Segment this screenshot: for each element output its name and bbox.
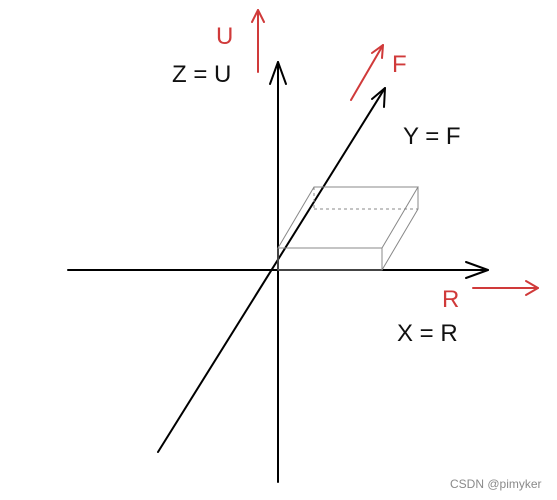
x-axis-arrowhead (465, 261, 489, 279)
box-front-face (277, 248, 383, 271)
direction-arrows (251, 9, 539, 296)
y-axis-arrowhead (371, 87, 386, 108)
box (277, 186, 419, 271)
right-label: R (442, 286, 459, 313)
up-arrow-head (251, 9, 265, 23)
forward-arrow-shaft (350, 44, 384, 101)
right-arrow-head (525, 280, 539, 296)
y-axis-label: Y = F (403, 123, 461, 150)
y-axis (157, 87, 386, 453)
z-axis-arrowhead (269, 61, 287, 85)
box-right-face (381, 187, 419, 271)
up-label: U (216, 23, 233, 50)
z-axis-label: Z = U (172, 61, 231, 88)
x-axis-label: X = R (397, 320, 458, 347)
forward-label: F (392, 51, 407, 78)
box-top-face (277, 186, 419, 249)
watermark: CSDN @pimyker (450, 477, 542, 491)
forward-arrow-head (371, 44, 384, 59)
